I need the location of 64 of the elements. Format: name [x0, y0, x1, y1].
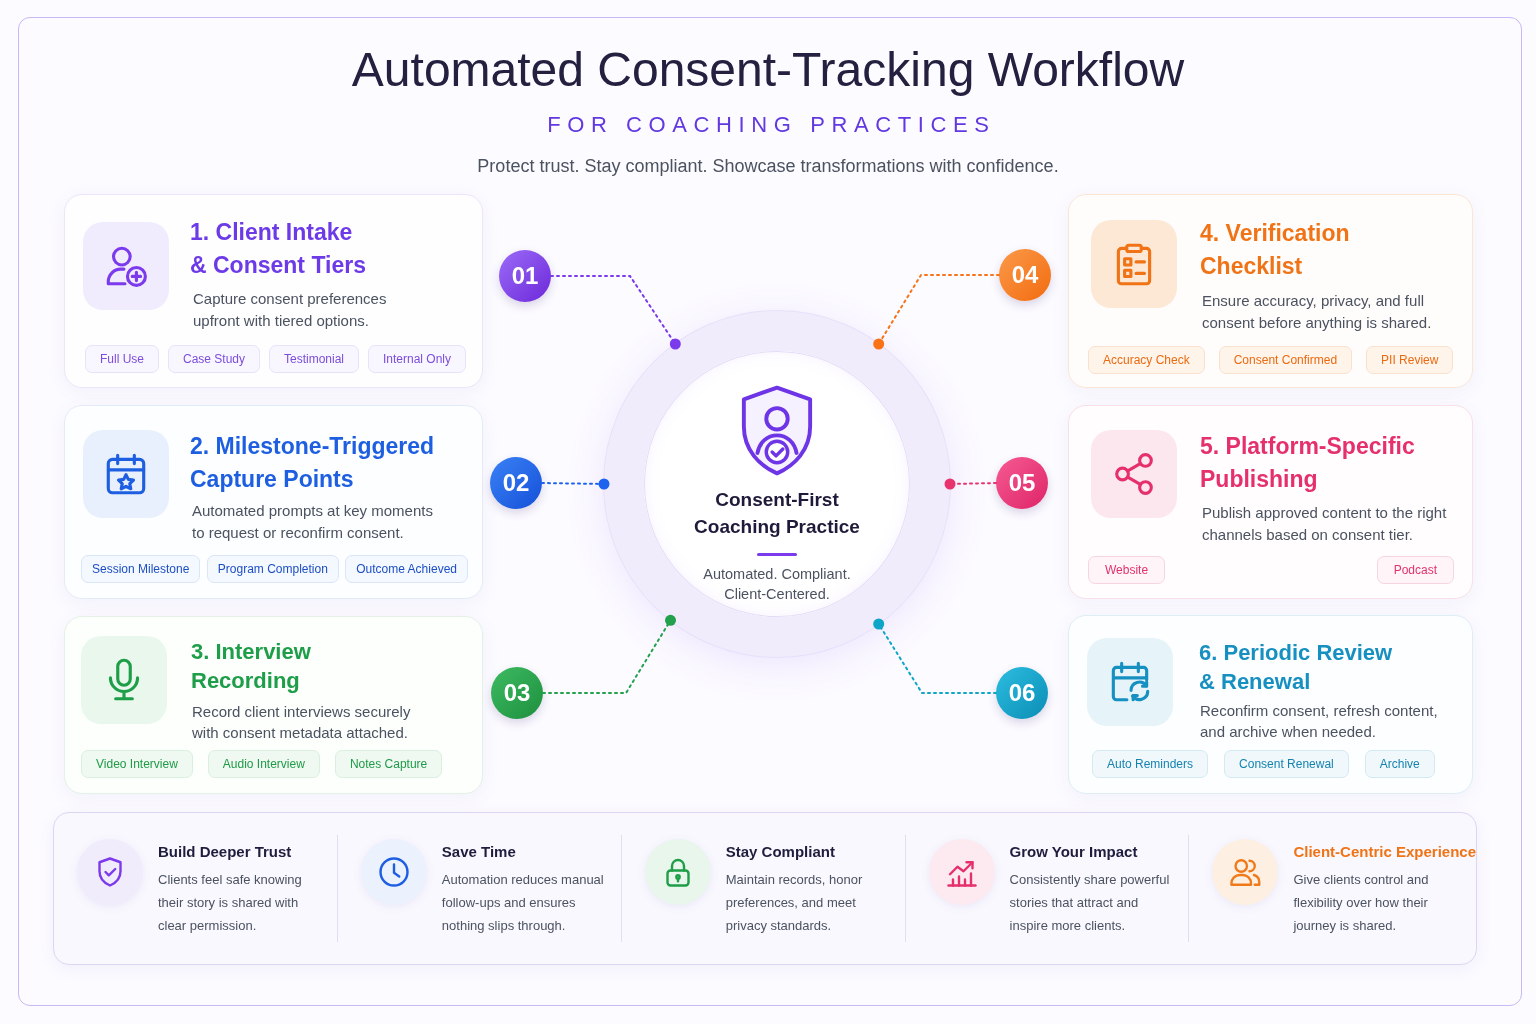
- step-number-badge: 04: [999, 249, 1051, 301]
- benefit-heading: Client-Centric Experience: [1293, 842, 1476, 862]
- card-heading: 6. Periodic Review & Renewal: [1199, 639, 1394, 696]
- step-card: [64, 405, 483, 599]
- step-card: [64, 616, 483, 794]
- hub-tagline: Automated. Compliant. Client-Centered.: [702, 565, 852, 604]
- card-heading: 2. Milestone-Triggered Capture Points: [190, 432, 436, 494]
- benefits-panel: [53, 812, 1477, 965]
- step-number-badge: 03: [491, 667, 543, 719]
- tag: Archive: [1364, 750, 1435, 778]
- benefit-description: Give clients control and flexibility over how their journey is shared.: [1293, 871, 1430, 935]
- card-description: Capture consent preferences upfront with tiered options.: [193, 289, 388, 331]
- dotted-connector: [542, 614, 676, 694]
- benefit-heading: Stay Compliant: [725, 842, 836, 862]
- dotted-connector: [944, 478, 997, 490]
- benefit-description: Consistently share powerful stories that attract and inspire more clients.: [1009, 871, 1171, 935]
- card-heading: 1. Client Intake & Consent Tiers: [190, 218, 367, 280]
- tag: Auto Reminders: [1092, 750, 1209, 778]
- dotted-connector: [550, 275, 681, 350]
- card-description: Publish approved content to the right channels based on consent tier.: [1202, 503, 1448, 545]
- step-card: [1068, 615, 1473, 794]
- benefit-heading: Grow Your Impact: [1009, 842, 1139, 862]
- tag: PII Review: [1366, 346, 1454, 374]
- step-card: [1068, 194, 1473, 388]
- tag: Outcome Achieved: [345, 555, 468, 583]
- card-description: Record client interviews securely with consent metadata attached.: [192, 702, 412, 743]
- tag: Case Study: [167, 345, 260, 373]
- tag: Accuracy Check: [1088, 346, 1205, 374]
- step-number-badge: 06: [996, 667, 1048, 719]
- tag: Program Completion: [206, 555, 339, 583]
- dotted-connector: [873, 274, 1000, 350]
- card-heading: 3. Interview Recording: [191, 638, 312, 695]
- tag: Session Milestone: [81, 555, 201, 583]
- card-description: Ensure accuracy, privacy, and full consent before anything is shared.: [1202, 291, 1433, 333]
- dotted-connector: [873, 618, 997, 694]
- card-heading: 5. Platform-Specific Publishing: [1200, 432, 1416, 494]
- benefit-description: Automation reduces manual follow-ups and ensures nothing slips through.: [441, 871, 605, 935]
- step-number-badge: 02: [490, 457, 542, 509]
- benefit-heading: Build Deeper Trust: [158, 842, 293, 862]
- tag: Consent Renewal: [1224, 750, 1349, 778]
- step-card: [64, 194, 483, 388]
- subtitle: FOR COACHING PRACTICES: [546, 111, 996, 139]
- dotted-connector: [541, 478, 610, 490]
- tag: Podcast: [1376, 556, 1454, 584]
- step-number-badge: 01: [499, 250, 551, 302]
- tag: Website: [1088, 556, 1166, 584]
- tag: Notes Capture: [334, 750, 443, 778]
- hub-title: Consent-First Coaching Practice: [693, 488, 861, 539]
- benefit-heading: Save Time: [441, 842, 517, 862]
- tagline: Protect trust. Stay compliant. Showcase transformations with confidence.: [477, 155, 1059, 178]
- tag: Full Use: [85, 345, 159, 373]
- step-card: [1068, 405, 1473, 599]
- tag: Video Interview: [81, 750, 193, 778]
- tag: Audio Interview: [207, 750, 320, 778]
- step-number-badge: 05: [996, 457, 1048, 509]
- card-heading: 4. Verification Checklist: [1200, 219, 1351, 281]
- title: Automated Consent-Tracking Workflow: [351, 42, 1185, 98]
- card-description: Automated prompts at key moments to request or reconfirm consent.: [192, 501, 434, 543]
- tag: Internal Only: [367, 345, 466, 373]
- tag: Consent Confirmed: [1218, 346, 1353, 374]
- benefit-description: Maintain records, honor preferences, and meet privacy standards.: [725, 871, 864, 935]
- tag: Testimonial: [268, 345, 359, 373]
- card-description: Reconfirm consent, refresh content, and archive when needed.: [1200, 701, 1439, 742]
- benefit-description: Clients feel safe knowing their story is shared with clear permission.: [158, 871, 303, 935]
